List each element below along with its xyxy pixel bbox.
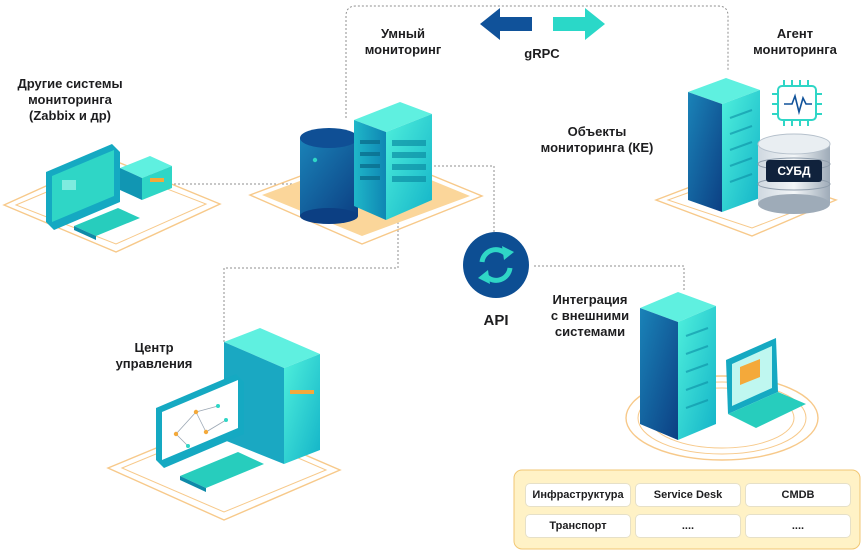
smart-monitoring-node (248, 102, 484, 245)
grpc-arrows (480, 8, 605, 40)
tower-icon (224, 328, 320, 464)
link-api-integration (534, 265, 685, 292)
laptop-icon (726, 338, 806, 428)
system-unit-icon (120, 156, 172, 200)
integration-server-icon (640, 292, 716, 440)
table-cell: Service Desk (636, 484, 740, 506)
label-smart-monitoring: Умный мониторинг (364, 26, 442, 57)
link-smart-control (223, 210, 399, 342)
agent-node (654, 78, 838, 237)
label-other-systems: Другие системы мониторинга (Zabbix и др) (17, 76, 123, 123)
chip-icon (772, 80, 822, 126)
label-api: API (483, 312, 509, 329)
table-cell: .... (746, 515, 850, 537)
label-dbms: СУБД (777, 164, 811, 178)
other-systems-node (2, 144, 222, 253)
agent-server-icon (688, 78, 760, 212)
api-icon (463, 232, 529, 298)
label-objects: Объекты мониторинга (КЕ) (540, 124, 654, 155)
link-smart-api (430, 165, 495, 232)
control-center-node (106, 328, 342, 521)
integration-table-panel (513, 469, 861, 550)
label-agent: Агент мониторинга (753, 26, 837, 57)
monitor-icon (46, 144, 120, 230)
label-control-center: Центр управления (115, 340, 193, 371)
table-cell: Транспорт (526, 515, 630, 537)
keyboard-icon (74, 208, 140, 240)
table-cell: Инфраструктура (526, 484, 630, 506)
table-cell: .... (636, 515, 740, 537)
label-grpc: gRPC (524, 46, 560, 61)
label-integration: Интеграция с внешними системами (550, 292, 630, 339)
table-cell: CMDB (746, 484, 850, 506)
control-monitor-icon (156, 374, 244, 468)
integration-node (625, 292, 819, 461)
arrow-right-icon (553, 8, 605, 40)
database-cylinder-icon (300, 128, 358, 224)
server-rack-icon (354, 102, 432, 220)
arrow-left-icon (480, 8, 532, 40)
control-keyboard-icon (180, 452, 264, 492)
dbms-cylinder-icon (757, 133, 831, 214)
link-smart-agent (345, 5, 729, 118)
